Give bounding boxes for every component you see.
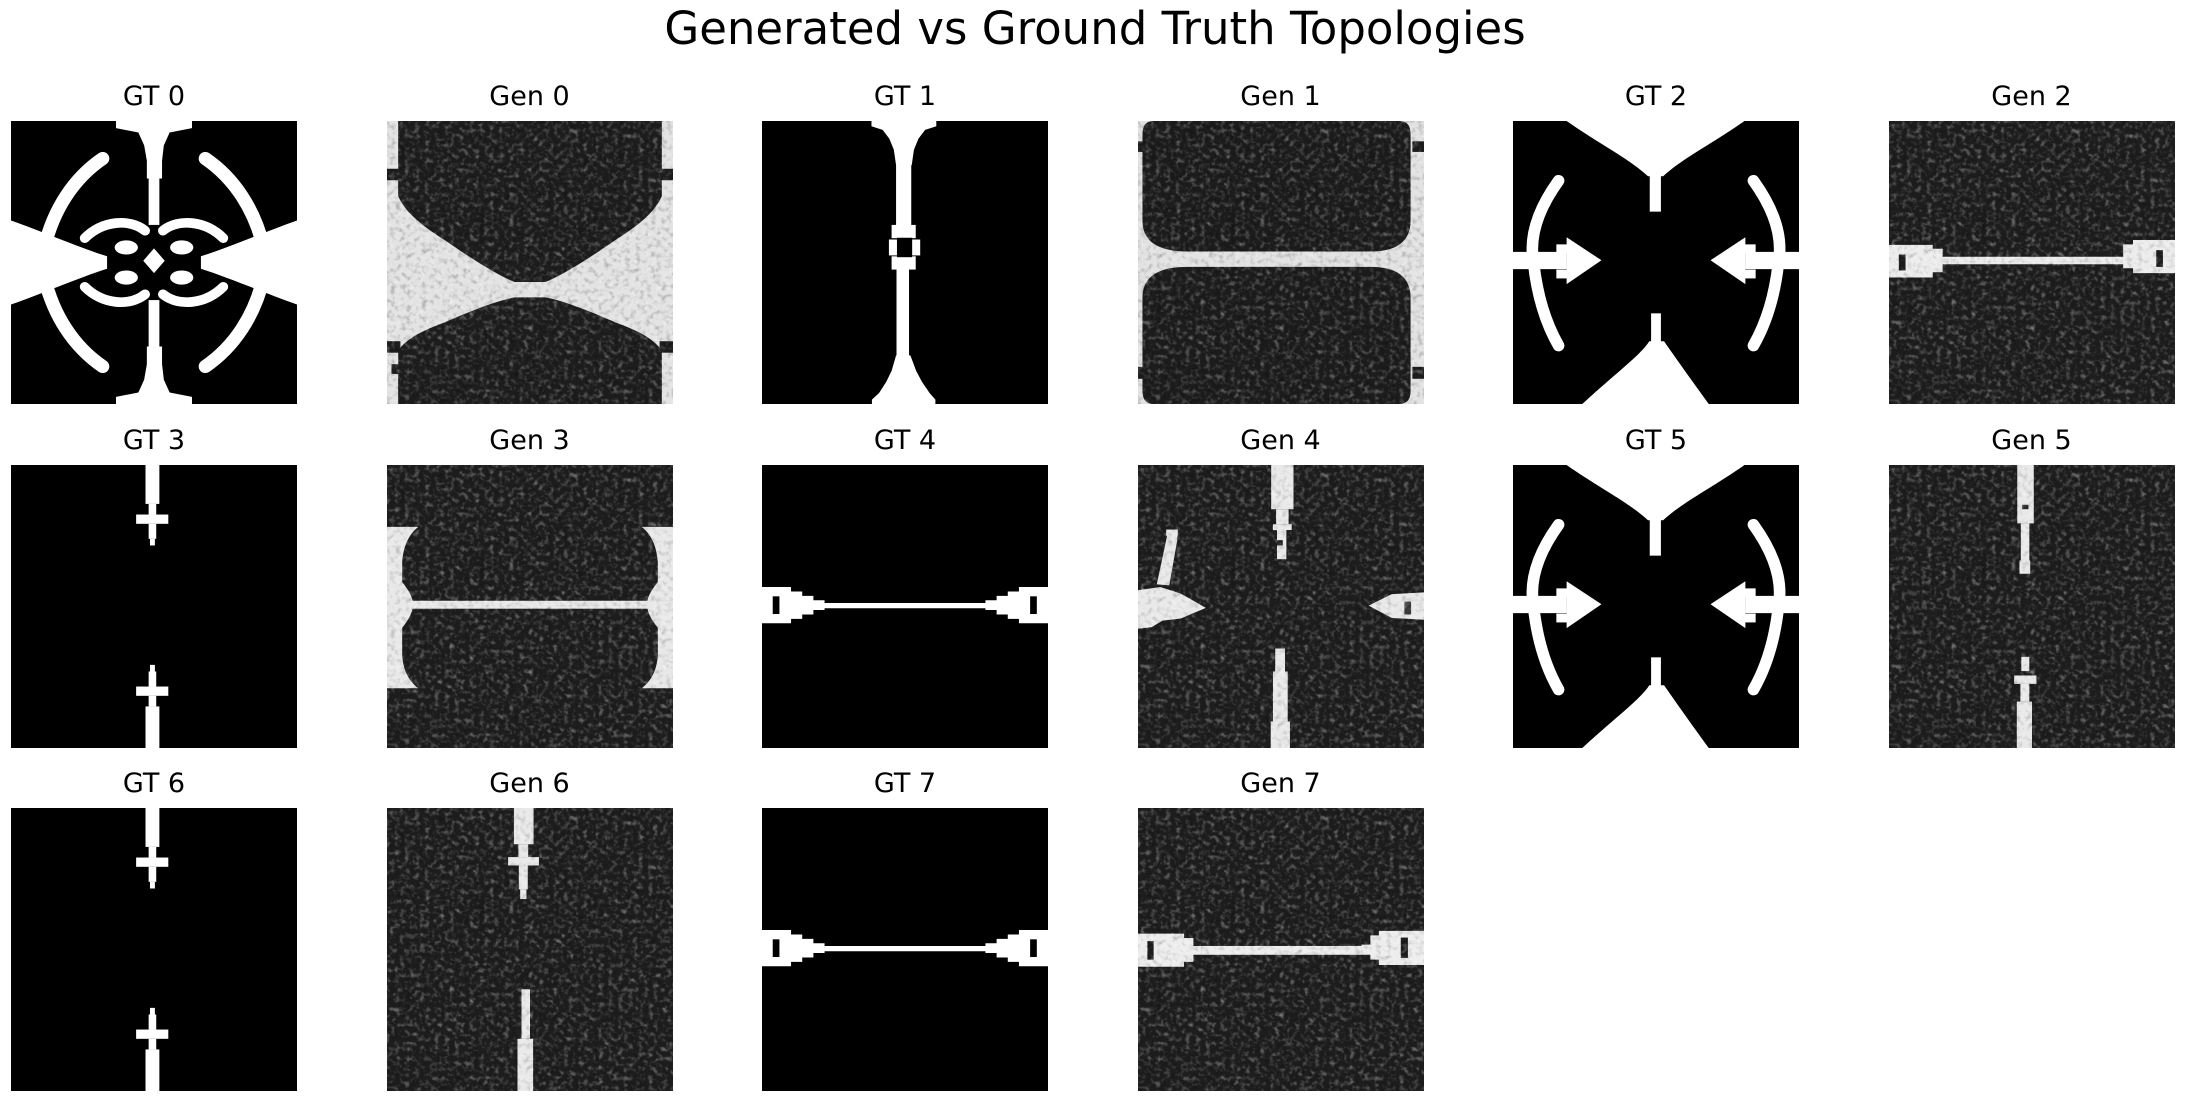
panel-label: GT 4: [873, 425, 937, 456]
topology-image-gen-4: [1138, 465, 1424, 748]
panel-label: GT 5: [1624, 425, 1688, 456]
panel-label: Gen 7: [1240, 768, 1321, 799]
subplot-gt-1: GT 1: [762, 81, 1048, 404]
topology-image-gt-3: [11, 465, 297, 748]
figure-title: Generated vs Ground Truth Topologies: [664, 2, 1526, 55]
topology-image-gt-1: [762, 121, 1048, 404]
topology-image-gt-4: [762, 465, 1048, 748]
topology-image-gt-7: [762, 808, 1048, 1091]
subplot-gt-2: GT 2: [1513, 81, 1799, 404]
subplot-gen-1: Gen 1: [1138, 81, 1424, 404]
subplot-gen-3: Gen 3: [387, 425, 673, 748]
topology-image-gen-7: [1138, 808, 1424, 1091]
subplot-gen-6: Gen 6: [387, 768, 673, 1091]
topology-image-gen-6: [387, 808, 673, 1091]
topology-image-gen-0: [387, 121, 673, 404]
subplot-gt-5: GT 5: [1513, 425, 1799, 748]
panel-label: GT 7: [873, 768, 937, 799]
panel-label: Gen 6: [489, 768, 570, 799]
panel-label: GT 3: [122, 425, 186, 456]
topology-image-gen-2: [1889, 121, 2175, 404]
subplot-gt-4: GT 4: [762, 425, 1048, 748]
subplot-gt-3: GT 3: [11, 425, 297, 748]
subplot-gt-7: GT 7: [762, 768, 1048, 1091]
subplot-row-1: GT 0 Gen 0 GT 1 Gen 1 GT 2 Gen 2: [11, 81, 2175, 404]
subplot-gen-4: Gen 4: [1138, 425, 1424, 748]
panel-label: Gen 0: [489, 81, 570, 112]
topology-image-gen-5: [1889, 465, 2175, 748]
panel-label: Gen 1: [1240, 81, 1321, 112]
panel-label: GT 0: [122, 81, 186, 112]
subplot-gen-0: Gen 0: [387, 81, 673, 404]
panel-label: Gen 5: [1991, 425, 2072, 456]
panel-label: Gen 3: [489, 425, 570, 456]
topology-image-gen-3: [387, 465, 673, 748]
subplot-gt-0: GT 0: [11, 81, 297, 404]
subplot-gen-7: Gen 7: [1138, 768, 1424, 1091]
panel-label: Gen 2: [1991, 81, 2072, 112]
topology-image-gt-5: [1513, 465, 1799, 748]
subplot-gen-2: Gen 2: [1889, 81, 2175, 404]
subplot-gen-5: Gen 5: [1889, 425, 2175, 748]
subplot-row-3: GT 6 Gen 6 GT 7 Gen 7: [11, 768, 1424, 1091]
topology-image-gt-6: [11, 808, 297, 1091]
panel-label: GT 1: [873, 81, 937, 112]
topology-image-gt-2: [1513, 121, 1799, 404]
panel-label: Gen 4: [1240, 425, 1321, 456]
subplot-gt-6: GT 6: [11, 768, 297, 1091]
subplot-row-2: GT 3 Gen 3 GT 4 Gen 4 GT 5 Gen 5: [11, 425, 2175, 748]
panel-label: GT 2: [1624, 81, 1688, 112]
topology-image-gen-1: [1138, 121, 1424, 404]
panel-label: GT 6: [122, 768, 186, 799]
topology-image-gt-0: [11, 121, 297, 404]
